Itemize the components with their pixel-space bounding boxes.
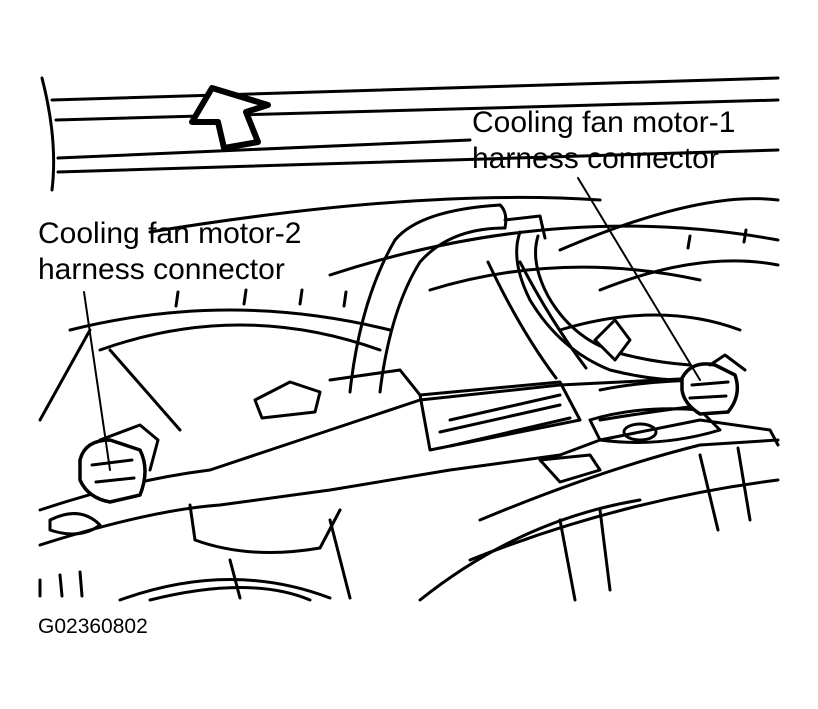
up-arrow-icon	[189, 85, 271, 151]
fan-shroud	[68, 197, 780, 352]
cooling-fan-motor-1-label: Cooling fan motor-1 harness connector	[472, 105, 735, 177]
lower-components	[48, 512, 352, 602]
motor-1-label-line2: harness connector	[472, 142, 719, 175]
upper-panel-lines	[40, 76, 780, 234]
wire-harness	[515, 230, 692, 382]
motor-1-label-line1: Cooling fan motor-1	[472, 106, 736, 139]
leader-lines	[83, 177, 701, 471]
motor-2-label-line2: harness connector	[38, 253, 285, 286]
leader-line-motor-1	[577, 177, 701, 381]
leader-line-motor-2	[83, 291, 111, 471]
figure-code: G02360802	[38, 615, 148, 638]
radiator-hoses	[348, 203, 732, 422]
right-assembly	[418, 407, 780, 602]
motor-2-connector	[78, 423, 160, 504]
motor-1-connector	[680, 353, 747, 416]
cooling-fan-motor-2-label: Cooling fan motor-2 harness connector	[38, 216, 301, 288]
motor-2-label-line1: Cooling fan motor-2	[38, 217, 302, 250]
